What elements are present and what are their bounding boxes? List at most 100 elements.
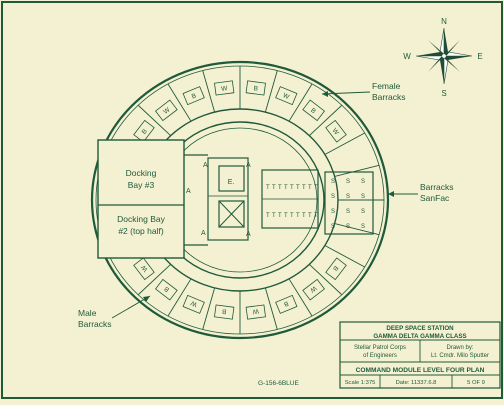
toilet-stall-label: T — [308, 213, 312, 219]
shower-stall-label: S — [331, 194, 335, 200]
barracks-room: B — [245, 80, 266, 96]
male-barracks-label-line2: Barracks — [78, 319, 112, 329]
barracks-room: B — [302, 99, 326, 122]
barracks-room: W — [154, 99, 178, 122]
title-drawn-by-line2: Lt. Cmdr. Milo Sputter — [431, 353, 489, 359]
compass-south-point — [440, 56, 444, 84]
sheet-border — [1, 1, 503, 399]
cargo-lift — [218, 200, 245, 228]
radial-wall — [202, 287, 216, 330]
room-letter: W — [308, 284, 318, 294]
toilet-stall-label: T — [278, 213, 282, 219]
elevator-shaft — [218, 165, 245, 192]
radial-wall — [167, 278, 192, 317]
radial-walls — [137, 66, 384, 334]
compass-east-point — [444, 56, 472, 60]
compass-north-point — [444, 28, 448, 56]
toilet-stall-label: T — [302, 185, 306, 191]
shower-stall-label: S — [346, 194, 350, 200]
barracks-room: W — [325, 119, 347, 143]
toilet-stall-label: T — [278, 185, 282, 191]
radial-wall — [202, 70, 216, 113]
title-block-frame — [339, 321, 501, 389]
title-corps-line1: Stellar Patrol Corps — [354, 345, 406, 351]
barracks-room: W — [133, 257, 155, 281]
docking-bay-3-label-line2: Bay #3 — [128, 180, 155, 190]
sanfac-shower-room — [324, 171, 374, 235]
toilet-stall-label: T — [308, 185, 312, 191]
radial-wall — [264, 70, 278, 113]
radial-wall — [288, 278, 313, 317]
barracks-room: B — [214, 304, 235, 320]
barracks-room: B — [133, 119, 155, 143]
barracks-room: W — [182, 294, 205, 314]
title-scale: Scale 1:375 — [345, 380, 376, 386]
bunk-frame — [275, 86, 298, 106]
shower-stall-label: S — [331, 209, 335, 215]
radial-wall — [167, 83, 192, 122]
radial-wall — [264, 287, 278, 330]
room-letter: W — [189, 299, 198, 308]
radial-wall — [324, 245, 365, 268]
male-barracks-label-line1: Male — [78, 308, 97, 318]
room-letter: B — [331, 264, 339, 272]
room-letter: W — [331, 127, 341, 137]
shower-stall-label: S — [331, 179, 335, 185]
bunk-frame — [245, 304, 266, 320]
compass-rose: N S E W — [403, 17, 482, 98]
bunk-frame — [182, 86, 205, 106]
shower-stall-label: S — [361, 209, 365, 215]
radial-wall — [334, 164, 380, 177]
room-letter: B — [163, 285, 171, 293]
title-drawn-by-line1: Drawn by: — [446, 345, 473, 351]
room-letter: B — [222, 307, 227, 315]
shower-stall-label: S — [331, 224, 335, 230]
radial-wall — [324, 132, 365, 155]
female-barracks-label-line1: Female — [372, 81, 401, 91]
bunk-frame — [133, 257, 155, 281]
compass-e-label: E — [477, 52, 482, 61]
shower-stall-label: S — [346, 209, 350, 215]
room-letter: W — [282, 92, 291, 101]
bunk-frame — [154, 278, 178, 301]
radial-wall — [334, 223, 380, 236]
title-class-line: GAMMA DELTA GAMMA CLASS — [373, 333, 466, 340]
airlock-label: A — [203, 162, 208, 169]
elevator-label: E. — [228, 179, 235, 186]
radial-wall — [137, 104, 172, 136]
shower-stall-label: S — [346, 224, 350, 230]
barracks-room: W — [275, 86, 298, 106]
radial-wall — [137, 264, 172, 296]
toilet-stall-label: T — [284, 213, 288, 219]
barracks-room: B — [275, 294, 298, 314]
docking-bay-block — [97, 139, 185, 259]
bunk-frame — [325, 257, 347, 281]
bunk-frame — [302, 99, 326, 122]
bunk-frame — [133, 119, 155, 143]
room-letter: W — [221, 85, 229, 93]
callouts: Female Barracks Barracks SanFac Male Bar… — [78, 81, 454, 329]
airlock-label: A — [201, 230, 206, 237]
barracks-room: W — [245, 304, 266, 320]
toilet-stall-label: T — [266, 213, 270, 219]
room-letter: B — [253, 85, 258, 93]
room-letter: B — [191, 92, 198, 100]
room-letter: W — [162, 106, 172, 116]
docking-bay-2-label-line2: #2 (top half) — [118, 226, 164, 236]
bunk-frame — [154, 99, 178, 122]
bunk-frame — [182, 294, 205, 314]
sanfac-label-line2: SanFac — [420, 193, 450, 203]
radial-wall — [288, 83, 313, 122]
toilet-stall-label: T — [272, 213, 276, 219]
room-letter: B — [141, 128, 149, 136]
toilet-stall-label: T — [302, 213, 306, 219]
bunk-frame — [214, 80, 235, 96]
toilet-stall-label: T — [266, 185, 270, 191]
drawing-id: G-156-6BLUE — [258, 380, 299, 387]
toilet-stall-label: T — [296, 185, 300, 191]
title-date: Date: 11337.6.8 — [396, 380, 437, 386]
shower-stall-label: S — [361, 224, 365, 230]
title-station-line: DEEP SPACE STATION — [386, 325, 454, 332]
